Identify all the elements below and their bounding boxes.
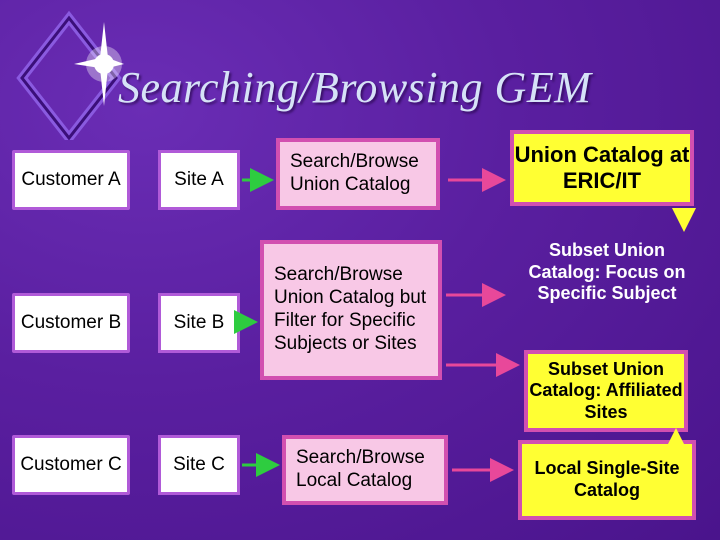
union-catalog-box: Union Catalog at ERIC/IT <box>510 130 694 206</box>
subset-subject-text: Subset Union Catalog: Focus on Specific … <box>528 240 686 304</box>
page-title: Searching/Browsing GEM <box>118 63 592 112</box>
site-a-box: Site A <box>158 150 240 210</box>
local-catalog-box: Local Single-Site Catalog <box>518 440 696 520</box>
sparkle-logo-icon <box>16 10 124 140</box>
customer-a-box: Customer A <box>12 150 130 210</box>
search-filter-box: Search/Browse Union Catalog but Filter f… <box>260 240 442 380</box>
search-union-box: Search/Browse Union Catalog <box>276 138 440 210</box>
customer-c-box: Customer C <box>12 435 130 495</box>
site-c-box: Site C <box>158 435 240 495</box>
site-b-box: Site B <box>158 293 240 353</box>
customer-b-box: Customer B <box>12 293 130 353</box>
search-local-box: Search/Browse Local Catalog <box>282 435 448 505</box>
subset-affiliated-box: Subset Union Catalog: Affiliated Sites <box>524 350 688 432</box>
